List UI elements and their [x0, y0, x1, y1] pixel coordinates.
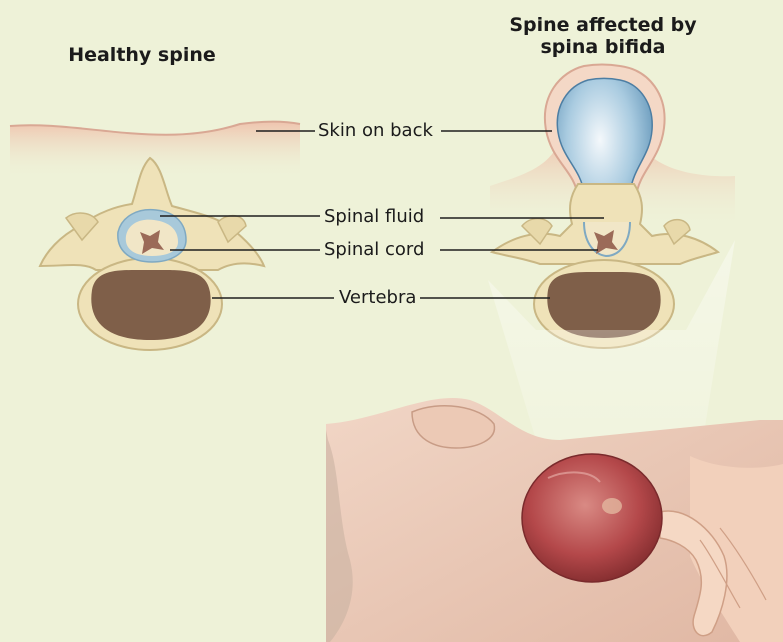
skin-on-back-label: Skin on back — [318, 120, 433, 142]
spina-bifida-title: Spine affected by spina bifida — [488, 14, 718, 58]
healthy-vertebra — [40, 158, 264, 350]
spinal-fluid-label: Spinal fluid — [324, 206, 424, 228]
spina-bifida-title-line2: spina bifida — [488, 36, 718, 58]
lesion — [522, 454, 662, 582]
spina-bifida-title-line1: Spine affected by — [488, 14, 718, 36]
healthy-spine-title: Healthy spine — [52, 44, 232, 66]
vertebra-label: Vertebra — [339, 287, 416, 309]
spinal-cord-label: Spinal cord — [324, 239, 424, 261]
